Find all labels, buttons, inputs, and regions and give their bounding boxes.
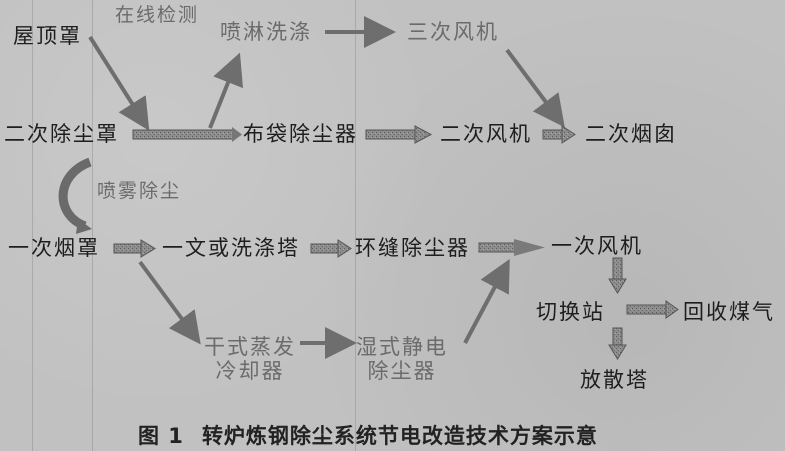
node-dry-cooler-line2: 冷却器 bbox=[215, 359, 285, 384]
thick-arrow-switch-to-flare bbox=[608, 327, 627, 360]
figure-title: 转炉炼钢除尘系统节电改造技术方案示意 bbox=[201, 424, 598, 448]
node-gas-recovery: 回收煤气 bbox=[683, 300, 775, 324]
node-venturi-tower: 一文或洗涤塔 bbox=[162, 236, 300, 260]
node-primary-fan: 一次风机 bbox=[551, 234, 643, 258]
arrow-roof-to-secondary-hood bbox=[88, 35, 150, 131]
node-bag-filter: 布袋除尘器 bbox=[243, 122, 358, 146]
node-secondary-chimney: 二次烟囱 bbox=[585, 122, 677, 146]
arrow-wet-esp-to-primary-fan bbox=[463, 258, 510, 344]
thick-arrow-primary-fan-to-switch bbox=[608, 257, 627, 294]
node-wet-esp-line2: 除尘器 bbox=[367, 359, 437, 384]
page-fold-line bbox=[355, 0, 356, 451]
node-annular-gap-filter: 环缝除尘器 bbox=[355, 236, 470, 260]
arrow-tertiary-to-chimney bbox=[505, 48, 565, 128]
thick-arrow-secondary-hood-to-bag-filter bbox=[132, 127, 242, 142]
arrow-primary-hood-to-dry-cooler bbox=[138, 260, 201, 345]
thick-arrow-bag-filter-to-secondary-fan bbox=[365, 125, 433, 144]
node-dry-evaporative-cooler: 干式蒸发 冷却器 bbox=[200, 335, 300, 383]
node-switch-station: 切换站 bbox=[536, 300, 605, 324]
thick-arrow-venturi-to-annular-gap bbox=[310, 239, 352, 258]
node-tertiary-fan: 三次风机 bbox=[407, 20, 499, 44]
figure-number: 图 1 bbox=[138, 424, 184, 448]
thick-arrow-annular-gap-to-primary-fan bbox=[478, 239, 545, 256]
label-spray-dedust: 喷雾除尘 bbox=[97, 180, 182, 202]
thick-arrow-primary-hood-to-venturi bbox=[113, 239, 156, 258]
node-secondary-hood: 二次除尘罩 bbox=[4, 122, 119, 146]
node-spray-wash: 喷淋洗涤 bbox=[220, 20, 312, 44]
node-flare-tower: 放散塔 bbox=[580, 368, 649, 392]
node-wet-esp-line1: 湿式静电 bbox=[356, 335, 448, 359]
node-roof-hood: 屋顶罩 bbox=[13, 24, 82, 48]
page-fold-line bbox=[92, 0, 93, 451]
thick-arrow-switch-to-gas-recovery bbox=[626, 300, 679, 319]
figure-caption: 图 1 转炉炼钢除尘系统节电改造技术方案示意 bbox=[138, 420, 598, 450]
node-secondary-fan: 二次风机 bbox=[440, 122, 532, 146]
arrow-to-spray-wash bbox=[208, 52, 244, 129]
label-online-monitor: 在线检测 bbox=[115, 4, 200, 26]
node-primary-hood: 一次烟罩 bbox=[8, 236, 100, 260]
node-dry-cooler-line1: 干式蒸发 bbox=[204, 335, 296, 359]
node-wet-esp: 湿式静电 除尘器 bbox=[352, 335, 452, 383]
thick-arrow-secondary-fan-to-chimney bbox=[542, 125, 576, 144]
page-fold-line bbox=[32, 0, 33, 451]
curved-arrow-spray-dedust bbox=[58, 157, 92, 231]
